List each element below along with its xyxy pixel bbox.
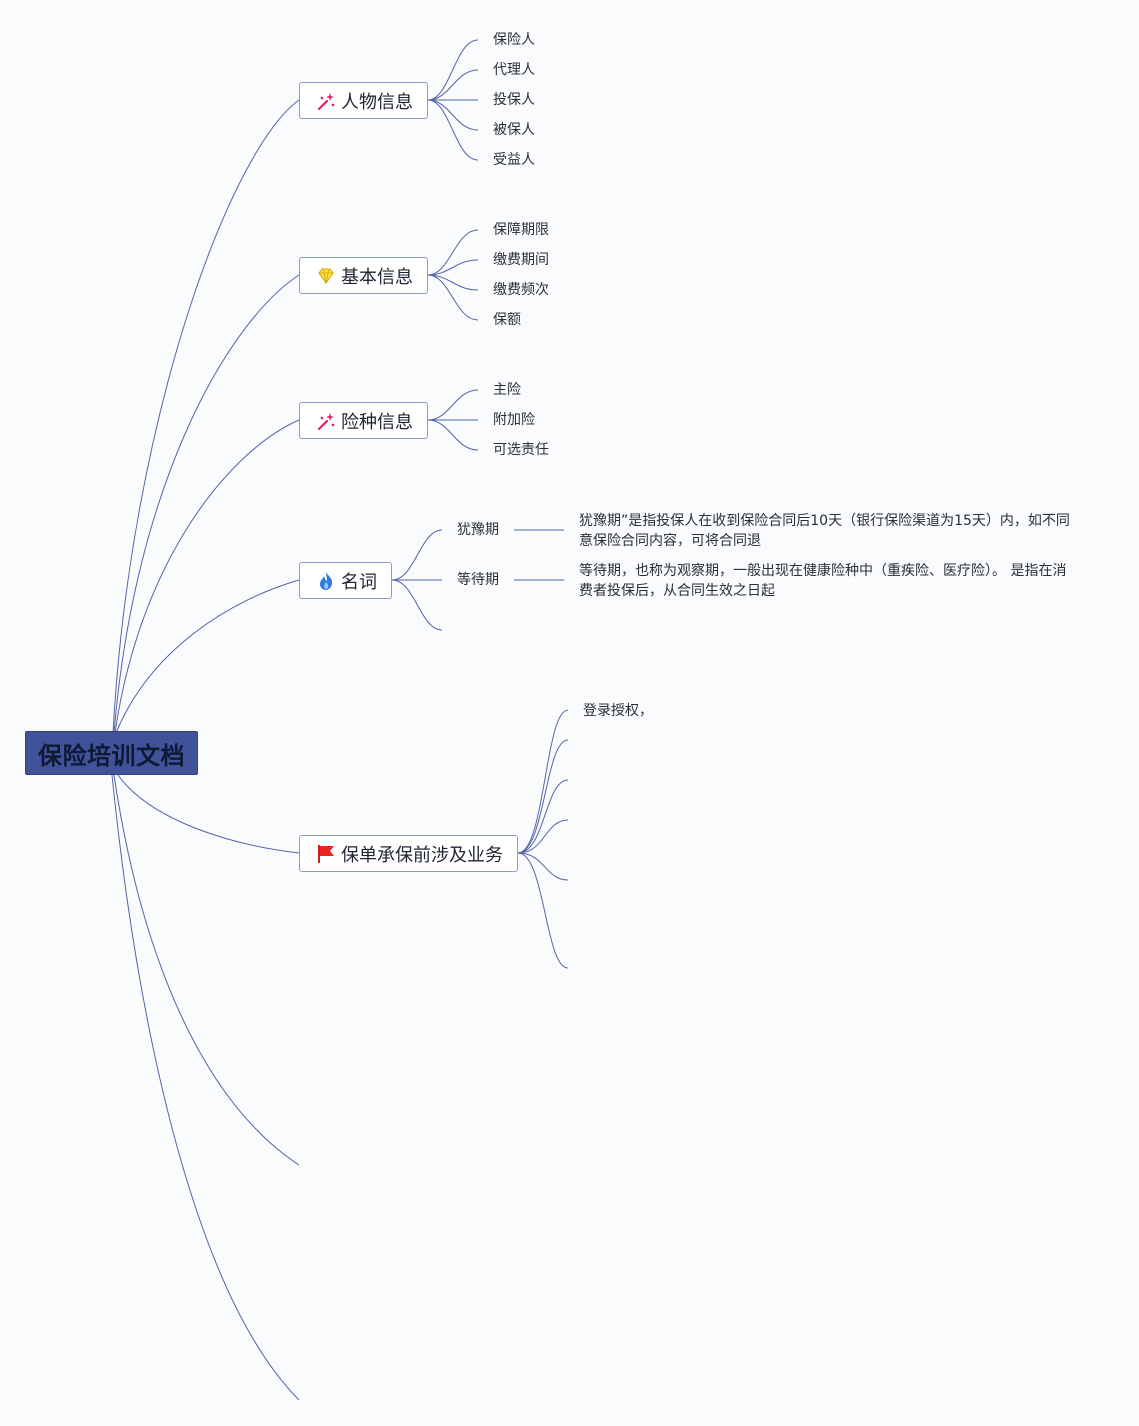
leaf-item[interactable]: 保险人 [493, 32, 535, 48]
branch-people-info[interactable]: 人物信息 [299, 82, 428, 119]
branch-pre-underwriting-business[interactable]: 保单承保前涉及业务 [299, 835, 518, 872]
branch-label: 名词 [341, 571, 377, 593]
connector-root-to-empty-2 [111, 774, 300, 1401]
leaf-item[interactable]: 保障期限 [493, 222, 549, 238]
leaf-item[interactable]: 代理人 [493, 62, 535, 78]
term-name[interactable]: 等待期 [457, 572, 499, 588]
leaf-item[interactable]: 被保人 [493, 122, 535, 138]
leaf-item[interactable]: 受益人 [493, 152, 535, 168]
branch-product-info[interactable]: 险种信息 [299, 402, 428, 439]
leaf-item[interactable]: 可选责任 [493, 442, 549, 458]
connector-root-to-terms [115, 579, 300, 734]
connector-root-to-product [114, 419, 300, 734]
leaf-item[interactable]: 保额 [493, 312, 521, 328]
branch-terms[interactable]: 名词 [299, 562, 392, 599]
branch-label: 险种信息 [341, 411, 413, 433]
leaf-item[interactable]: 投保人 [493, 92, 535, 108]
connector-root-to-underwriting [117, 774, 300, 854]
red-flag-icon [315, 843, 337, 865]
connector-root-to-basic [113, 274, 300, 734]
connector-root-to-people [112, 99, 300, 734]
sparkle-wand-icon [315, 90, 337, 112]
leaf-item[interactable]: 登录授权， [583, 703, 653, 719]
root-topic[interactable]: 保险培训文档 [25, 731, 198, 775]
leaf-item[interactable]: 缴费频次 [493, 282, 549, 298]
branch-label: 保单承保前涉及业务 [341, 844, 503, 866]
fire-icon [315, 570, 337, 592]
gem-icon [315, 265, 337, 287]
leaf-item[interactable]: 主险 [493, 382, 521, 398]
term-name[interactable]: 犹豫期 [457, 522, 499, 538]
sparkle-wand-icon [315, 410, 337, 432]
connector-root-to-empty-1 [113, 774, 300, 1166]
leaf-item[interactable]: 缴费期间 [493, 252, 549, 268]
branch-label: 人物信息 [341, 91, 413, 113]
term-definition[interactable]: 等待期，也称为观察期，一般出现在健康险种中（重疾险、医疗险）。 是指在消费者投保… [579, 563, 1067, 599]
term-definition[interactable]: 犹豫期”是指投保人在收到保险合同后10天（银行保险渠道为15天）内，如不同意保险… [579, 513, 1070, 549]
leaf-item[interactable]: 附加险 [493, 412, 535, 428]
branch-basic-info[interactable]: 基本信息 [299, 257, 428, 294]
branch-label: 基本信息 [341, 266, 413, 288]
